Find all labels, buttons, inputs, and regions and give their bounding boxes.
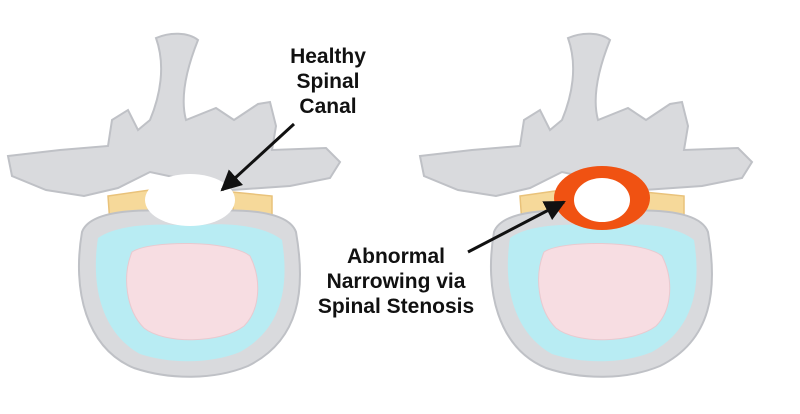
healthy-label-line-3: Canal [299,95,357,118]
healthy-spinal-canal [145,174,235,226]
healthy-canal-label: Healthy Spinal Canal [262,44,394,119]
narrowed-spinal-canal [574,178,630,222]
stenosis-label-line-3: Spinal Stenosis [317,295,475,318]
stenosis-label-line-1: Abnormal [346,245,445,268]
stenosis-vertebra [419,32,753,378]
healthy-canal-arrow [220,122,296,192]
stenosis-arrow [467,200,566,254]
stenosis-label: Abnormal Narrowing via Spinal Stenosis [296,244,496,319]
healthy-label-line-2: Spinal [296,70,360,93]
healthy-label-line-1: Healthy [290,45,366,68]
healthy-vertebra [7,32,341,378]
stenosis-label-line-2: Narrowing via [326,270,466,293]
